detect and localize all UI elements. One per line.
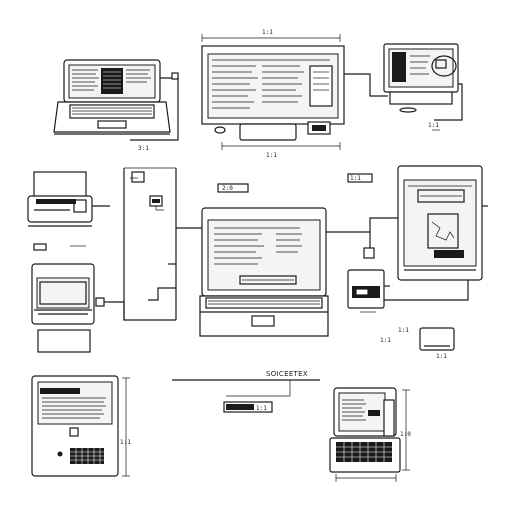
label-top-dim: 1:1 bbox=[262, 29, 273, 36]
laptop-top-left: 3:1 bbox=[54, 60, 178, 152]
printer-left bbox=[28, 172, 110, 250]
label-computer-dim: 1:0 bbox=[400, 431, 411, 438]
computer-bottom-right: 1:0 bbox=[330, 388, 411, 482]
label-title-sub: 1:1 bbox=[256, 405, 267, 412]
diagram-title: SOICEETEX bbox=[266, 370, 308, 378]
label-ws-side: 1:1 bbox=[428, 122, 439, 129]
label-center-top: 2:0 bbox=[222, 185, 233, 192]
small-printer-right bbox=[348, 270, 390, 312]
kiosk-bottom-left: 1:1 bbox=[32, 376, 131, 476]
desktop-left-middle bbox=[32, 264, 176, 352]
device-right-small: 1:1 1:1 1:1 bbox=[380, 327, 454, 360]
label-device-top: 1:1 bbox=[398, 327, 409, 334]
label-device-side: 1:1 bbox=[380, 337, 391, 344]
laptop-center-main: 2:0 bbox=[200, 184, 374, 336]
label-kiosk-dim: 1:1 bbox=[120, 439, 131, 446]
label-device-bottom: 1:1 bbox=[436, 353, 447, 360]
label-3-1: 3:1 bbox=[138, 145, 149, 152]
desktop-monitor-top-center: 1:1 1:1 bbox=[202, 29, 388, 159]
workstation-top-right: 1:1 bbox=[384, 44, 462, 130]
router-tower bbox=[124, 168, 202, 320]
label-tablet-tag: 1:1 bbox=[350, 175, 361, 182]
label-monitor-dim: 1:1 bbox=[266, 152, 277, 159]
diagram-title-group: SOICEETEX 1:1 bbox=[172, 370, 320, 412]
